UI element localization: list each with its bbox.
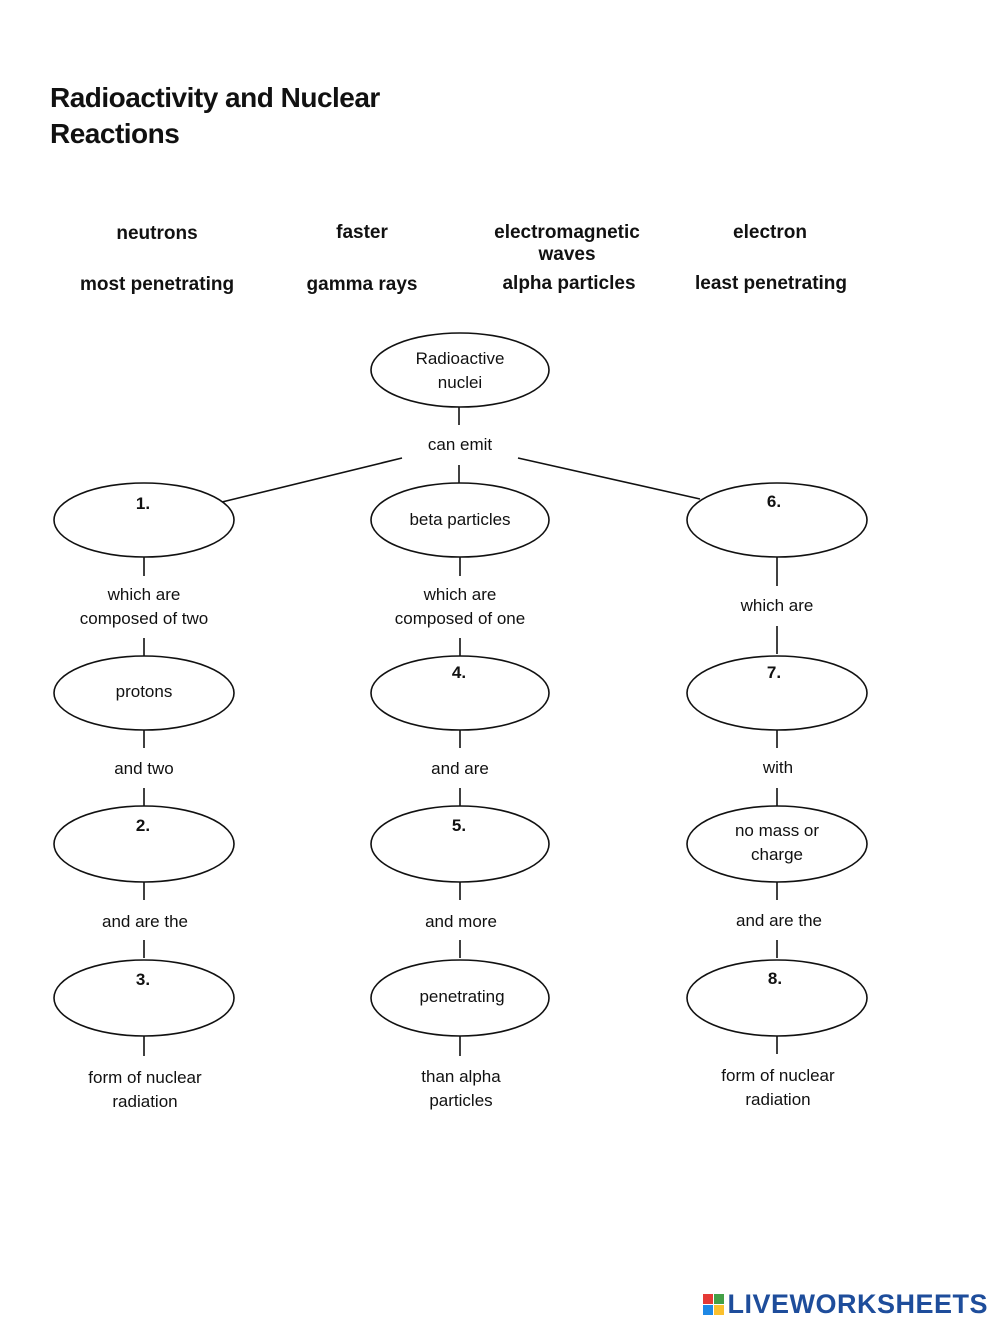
node-right-1-label: 6. (766, 492, 782, 511)
node-left-1 (53, 482, 235, 558)
node-mid-3-label: 5. (451, 816, 467, 835)
link-right-4: form of nuclear radiation (721, 1066, 835, 1109)
page-title: Radioactivity and Nuclear Reactions (50, 82, 380, 149)
node-right-4 (686, 959, 868, 1037)
link-mid-4: than alpha particles (421, 1067, 501, 1110)
link-mid-3: and more (425, 912, 497, 931)
logo-square-yellow (714, 1304, 725, 1315)
node-right-3 (686, 805, 868, 883)
liveworksheets-logo: LIVEWORKSHEETS (703, 1288, 988, 1319)
link-left-3: and are the (101, 912, 188, 931)
logo-squares-icon (703, 1293, 725, 1315)
node-left-4-label: 3. (135, 970, 151, 989)
node-left-2-label: protons (115, 682, 173, 701)
word-bank-electron: electron (733, 222, 807, 243)
link-left-4: form of nuclear radiation (88, 1068, 202, 1111)
logo-square-red (703, 1293, 714, 1304)
node-mid-4 (370, 959, 550, 1037)
edge-root-left (221, 457, 403, 503)
link-left-2: and two (114, 759, 174, 778)
word-bank-least-penetrating: least penetrating (694, 273, 848, 294)
node-mid-3 (370, 805, 550, 883)
node-left-1-label: 1. (135, 494, 151, 513)
word-bank-faster: faster (336, 222, 388, 243)
link-right-2: with (762, 758, 794, 777)
logo-square-blue (703, 1304, 714, 1315)
node-mid-2 (370, 655, 550, 731)
node-left-2 (53, 655, 235, 731)
link-can-emit: can emit (427, 435, 493, 454)
node-right-1 (686, 482, 868, 558)
node-mid-2-label: 4. (451, 663, 467, 682)
node-root-label: Radioactive nuclei (415, 349, 505, 392)
link-right-3: and are the (735, 911, 822, 930)
link-left-1: which are composed of two (79, 585, 209, 628)
node-left-3 (53, 805, 235, 883)
word-bank-most-penetrating: most penetrating (79, 274, 235, 295)
link-mid-1: which are composed of one (394, 585, 526, 628)
logo-square-green (714, 1293, 725, 1304)
link-right-1: which are (740, 596, 814, 615)
node-right-4-label: 8. (767, 969, 783, 988)
word-bank-neutrons: neutrons (116, 223, 198, 244)
node-mid-4-label: penetrating (419, 987, 505, 1006)
node-root (370, 332, 550, 408)
edge-root-right (517, 457, 701, 500)
node-left-3-label: 2. (135, 816, 151, 835)
node-mid-1 (370, 482, 550, 558)
node-right-3-label: no mass or charge (734, 821, 820, 864)
node-left-4 (53, 959, 235, 1037)
node-right-2-label: 7. (766, 663, 782, 682)
word-bank-alpha-particles: alpha particles (502, 273, 636, 294)
word-bank-gamma-rays: gamma rays (306, 274, 418, 295)
link-mid-2: and are (431, 759, 489, 778)
node-right-2 (686, 655, 868, 731)
word-bank-electromagnetic-waves: electromagnetic waves (494, 222, 640, 265)
logo-text: LIVEWORKSHEETS (727, 1288, 988, 1319)
node-mid-1-label: beta particles (409, 510, 511, 529)
